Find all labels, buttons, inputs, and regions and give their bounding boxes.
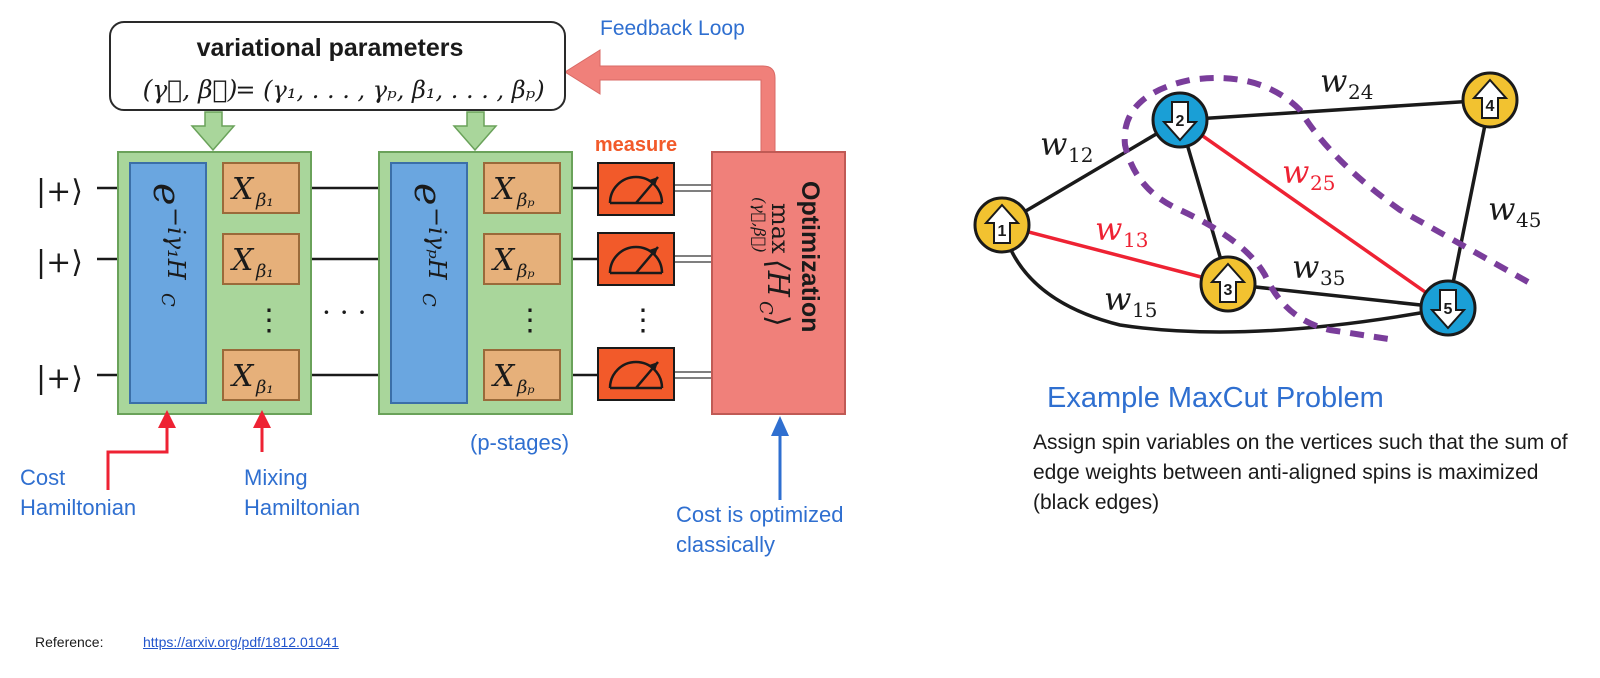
svg-text:w: w: [1292, 248, 1319, 286]
cost-optimized-arrow: [771, 416, 789, 500]
optimization-box: [711, 151, 846, 415]
node-2: 2: [1151, 91, 1209, 149]
variational-parameters-box: variational parameters (γ⃗, β⃗) = (γ₁, .…: [109, 21, 566, 111]
svg-text:βₚ: βₚ: [516, 261, 535, 282]
param-arrows: [190, 111, 498, 152]
svg-text:3: 3: [1224, 282, 1233, 299]
svg-text:2: 2: [1176, 113, 1185, 130]
svg-text:C: C: [418, 293, 439, 307]
svg-text:Optimization: Optimization: [796, 181, 824, 332]
svg-text:C: C: [755, 301, 776, 315]
maxcut-description: Assign spin variables on the vertices su…: [1033, 431, 1568, 514]
svg-text:1: 1: [998, 223, 1007, 240]
svg-text:X: X: [230, 243, 255, 278]
node-3: 3: [1199, 255, 1257, 313]
svg-text:w: w: [1095, 210, 1122, 248]
mixing-gates-stage-p: X βₚ X βₚ X βₚ ⋮: [483, 162, 561, 401]
svg-text:e: e: [406, 183, 450, 206]
svg-text:45: 45: [1516, 208, 1541, 232]
state-1: |+⟩: [36, 174, 83, 209]
cost-gate-p: [390, 162, 468, 404]
graph-nodes: 1 2 3 4 5: [973, 71, 1519, 337]
svg-text:X: X: [491, 243, 516, 278]
reference-link[interactable]: https://arxiv.org/pdf/1812.01041: [143, 634, 339, 650]
svg-text:⟨H: ⟨H: [760, 259, 795, 298]
cut-line: [1121, 75, 1530, 343]
state-3: |+⟩: [36, 361, 83, 396]
measurement-gates: ⋮: [597, 162, 675, 401]
node-1: 1: [973, 196, 1031, 254]
svg-text:−iγₚH: −iγₚH: [423, 207, 451, 281]
feedback-loop-arrow: [564, 49, 776, 153]
svg-text:β₁: β₁: [255, 377, 274, 398]
svg-text:w: w: [1320, 62, 1347, 100]
svg-text:C: C: [157, 293, 178, 307]
dots-horizontal: · · ·: [322, 296, 367, 329]
svg-text:βₚ: βₚ: [516, 377, 535, 398]
cost-gate-p-label: e −iγₚH C: [406, 183, 451, 307]
cost-gate-1-label: e −iγ₁H C: [145, 183, 190, 307]
node-5: 5: [1419, 279, 1477, 337]
svg-text:βₚ: βₚ: [516, 190, 535, 211]
params-eq-lhs: (γ⃗, β⃗): [143, 75, 238, 104]
svg-text:25: 25: [1310, 171, 1335, 195]
svg-text:X: X: [230, 359, 255, 394]
node-4: 4: [1461, 71, 1519, 129]
state-2: |+⟩: [36, 245, 83, 280]
cost-hamiltonian-arrow: [106, 410, 176, 490]
svg-text:35: 35: [1320, 266, 1345, 290]
svg-text:12: 12: [1068, 143, 1093, 167]
initial-states: |+⟩ |+⟩ |+⟩: [36, 174, 83, 396]
params-eq-rhs: = (γ₁, . . . , γₚ, β₁, . . . , βₚ): [235, 76, 544, 104]
svg-text:X: X: [230, 172, 255, 207]
svg-text:β₁: β₁: [255, 261, 274, 282]
mixing-hamiltonian-arrow: [253, 410, 271, 452]
reference-label: Reference:: [35, 634, 104, 650]
svg-text:(γ⃗,β⃗): (γ⃗,β⃗): [750, 197, 769, 253]
svg-text:5: 5: [1444, 301, 1453, 318]
svg-text:w: w: [1104, 280, 1131, 318]
svg-text:⟩: ⟩: [760, 315, 795, 327]
svg-text:w: w: [1040, 125, 1067, 163]
optimization-text: Optimization max (γ⃗,β⃗) ⟨H C ⟩: [750, 181, 824, 332]
maxcut-graph: [1000, 75, 1530, 343]
mixing-gates-stage-1: X β₁ X β₁ X β₁ ⋮: [222, 162, 300, 401]
svg-text:24: 24: [1348, 80, 1373, 104]
svg-text:max: max: [766, 203, 794, 254]
mixing-hamiltonian-label: Mixing Hamiltonian: [244, 465, 361, 520]
svg-text:X: X: [491, 359, 516, 394]
maxcut-title: Example MaxCut Problem: [1047, 382, 1384, 414]
svg-text:w: w: [1282, 153, 1309, 191]
p-stages-label: (p-stages): [470, 430, 570, 455]
cost-optimized-label: Cost is optimized classically: [676, 502, 844, 557]
dots-vertical-1: ⋮: [254, 303, 284, 338]
feedback-loop-label: Feedback Loop: [600, 17, 745, 40]
svg-text:β₁: β₁: [255, 190, 274, 211]
classical-wires: [675, 184, 712, 379]
dots-vertical-p: ⋮: [515, 303, 545, 338]
dots-vertical-measure: ⋮: [628, 303, 658, 338]
svg-text:X: X: [491, 172, 516, 207]
cost-hamiltonian-label: Cost Hamiltonian: [20, 465, 137, 520]
params-title: variational parameters: [197, 34, 464, 62]
svg-text:15: 15: [1132, 298, 1157, 322]
measure-label: measure: [595, 134, 677, 156]
svg-text:w: w: [1488, 190, 1515, 228]
cost-gate-1: [129, 162, 207, 404]
svg-text:4: 4: [1486, 98, 1495, 115]
svg-text:13: 13: [1123, 228, 1148, 252]
svg-text:e: e: [145, 183, 189, 206]
svg-text:−iγ₁H: −iγ₁H: [162, 207, 190, 281]
